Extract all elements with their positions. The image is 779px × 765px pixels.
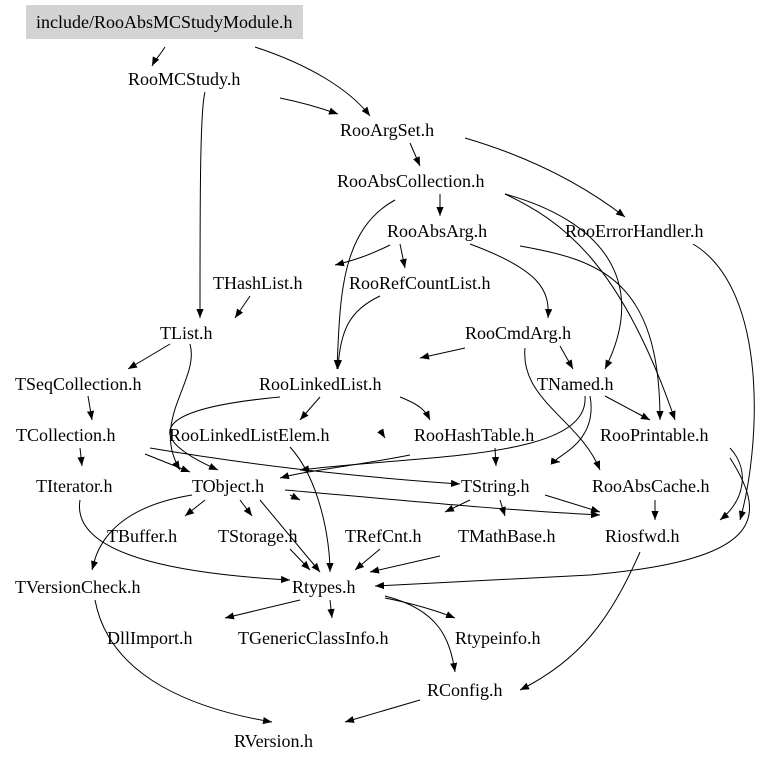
edge-tobject-rtypes (259, 499, 321, 573)
edge-roorefcountlist-roolinkedlist (334, 295, 381, 370)
node-rooabsarg[interactable]: RooAbsArg.h (387, 221, 488, 241)
edge-rtypes-dllimport (224, 599, 301, 620)
edge-rtypes-rtypeinfo (384, 597, 456, 619)
node-tstorage[interactable]: TStorage.h (218, 526, 298, 546)
edge-rooabscollection-rooprintable (504, 193, 676, 421)
edge-tobject-tversioncheck (91, 494, 193, 571)
node-trefcnt[interactable]: TRefCnt.h (345, 526, 422, 546)
edge-tobject-tstorage (239, 499, 253, 517)
node-riosfwd[interactable]: Riosfwd.h (605, 526, 680, 546)
edge-rooabsarg-roocmdarg (469, 243, 553, 319)
edge-rooabscollection-tnamed (504, 193, 623, 370)
edge-trefcnt-rtypes (354, 548, 381, 571)
node-tbuffer[interactable]: TBuffer.h (107, 526, 178, 546)
edge-root-roomcstudy (151, 46, 166, 67)
node-roohashtable[interactable]: RooHashTable.h (414, 425, 535, 445)
edge-roolinkedlistelem-rtypes (289, 446, 334, 573)
edge-tstring-trefcnt (444, 499, 471, 513)
edge-rooargset-rooabscollection (409, 142, 421, 167)
edge-roocmdarg-roolinkedlist (419, 347, 466, 360)
edge-thashlist-tlist (234, 295, 251, 319)
node-rconfig[interactable]: RConfig.h (427, 680, 503, 700)
edge-rooprintable-rtypes (374, 457, 751, 590)
node-tversioncheck[interactable]: TVersionCheck.h (15, 577, 141, 597)
edge-tobject-tbuffer (184, 499, 206, 517)
edge-riosfwd-rconfig (519, 551, 641, 691)
edge-roolinkedlist-roohashtable (399, 396, 431, 421)
edge-rooabsarg-roorefcountlist (399, 243, 407, 269)
edge-tversioncheck-rversion (94, 599, 273, 725)
edge-tnamed-tstring (550, 395, 592, 465)
node-rooargset[interactable]: RooArgSet.h (340, 120, 435, 140)
node-roomcstudy[interactable]: RooMCStudy.h (128, 69, 241, 89)
node-tlist[interactable]: TList.h (160, 323, 213, 343)
edge-rooargset-rooerrorhandler (464, 137, 626, 218)
edge-roocmdarg-tnamed (559, 345, 574, 370)
node-titerator[interactable]: TIterator.h (36, 476, 113, 496)
edge-root-rooargset (254, 46, 371, 117)
edge-tmathbase-rtypes (369, 555, 441, 574)
edge-rooabscollection-roolinkedlist (333, 199, 396, 370)
node-tstring[interactable]: TString.h (461, 476, 530, 496)
node-tobject[interactable]: TObject.h (192, 476, 265, 496)
edge-tobject-trefcnt (289, 492, 301, 501)
edge-roomcstudy-tlist (196, 91, 206, 319)
node-tnamed[interactable]: TNamed.h (537, 374, 614, 394)
node-rooabscollection[interactable]: RooAbsCollection.h (337, 171, 485, 191)
node-tgenericclassinfo[interactable]: TGenericClassInfo.h (238, 628, 389, 648)
node-rtypes[interactable]: Rtypes.h (292, 577, 356, 597)
edge-tlist-tobject (169, 343, 192, 471)
edge-tnamed-rooprintable (604, 395, 651, 421)
node-roorefcountlist[interactable]: RooRefCountList.h (349, 273, 491, 293)
node-tmathbase[interactable]: TMathBase.h (458, 526, 556, 546)
edge-tstring-tmathbase (498, 499, 506, 517)
node-thashlist[interactable]: THashList.h (213, 273, 303, 293)
edge-rtypes-rconfig (384, 595, 458, 673)
edge-rconfig-rversion (344, 699, 421, 723)
node-dllimport[interactable]: DllImport.h (107, 628, 193, 648)
edge-roolinkedlist-roolinkedlistelem (299, 396, 321, 421)
edge-tlist-tseqcollection (127, 343, 171, 370)
node-rooprintable[interactable]: RooPrintable.h (600, 425, 709, 445)
node-rversion[interactable]: RVersion.h (234, 731, 314, 751)
node-roocmdarg[interactable]: RooCmdArg.h (465, 323, 572, 343)
edge-roohashtable-tstring (491, 447, 500, 467)
edge-tcollection-tobject (144, 453, 191, 473)
node-tcollection[interactable]: TCollection.h (16, 425, 116, 445)
edge-roomcstudy-rooargset (279, 97, 339, 115)
edge-tstorage-rtypes (289, 548, 311, 571)
edge-tseqcollection-tcollection (86, 395, 95, 421)
edge-titerator-rtypes (79, 499, 291, 584)
edge-tobject-riosfwd (284, 489, 601, 519)
edge-tcollection-tstring (149, 447, 461, 487)
edge-roolinkedlist-tobject (169, 396, 281, 471)
node-rooabscache[interactable]: RooAbsCache.h (592, 476, 710, 496)
edge-tcollection-titerator (77, 447, 85, 467)
node-roolinkedlist[interactable]: RooLinkedList.h (259, 374, 382, 394)
node-root[interactable]: include/RooAbsMCStudyModule.h (26, 5, 303, 39)
node-roolinkedlistelem[interactable]: RooLinkedListElem.h (169, 425, 330, 445)
edge-rooprintable-riosfwd (719, 447, 743, 521)
node-tseqcollection[interactable]: TSeqCollection.h (15, 374, 142, 394)
edge-rooabsarg-rooprintable (519, 245, 664, 421)
edge-rooabsarg-thashlist (334, 244, 391, 267)
edge-tstring-riosfwd (544, 494, 601, 513)
node-rooerrorhandler[interactable]: RooErrorHandler.h (565, 221, 704, 241)
edge-roolinkedlistelem-tobject (377, 428, 386, 439)
edge-roohashtable-tobject (279, 454, 411, 480)
node-rtypeinfo[interactable]: Rtypeinfo.h (455, 628, 541, 648)
edge-rooerrorhandler-riosfwd (692, 243, 755, 521)
edge-rtypes-tgenericclassinfo (327, 599, 335, 619)
edge-roocmdarg-rooabscache (524, 347, 601, 471)
